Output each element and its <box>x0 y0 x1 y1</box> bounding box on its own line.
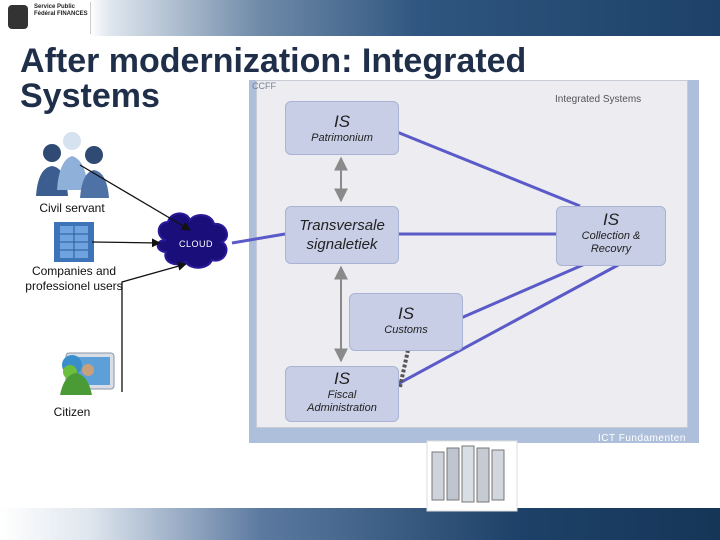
logo-text: Service Public Fédéral FINANCES <box>34 4 88 17</box>
connector-fiscal-collection <box>395 262 621 387</box>
panel-top-label: Integrated Systems <box>555 94 642 105</box>
connector-patrimonium-collection <box>396 130 581 208</box>
label-civil-servant: Civil servant <box>39 201 105 215</box>
label-companies: Companies and professionel users <box>25 264 123 293</box>
footer-band <box>0 508 720 540</box>
connector-cloud-transversale <box>231 232 286 245</box>
citizen-computer-icon <box>60 352 115 395</box>
header-band <box>0 0 720 36</box>
building-icon <box>54 222 94 262</box>
box-sub-label: Transversale signaletiek <box>299 217 385 253</box>
box-is-fiscal: IS Fiscal Administration <box>285 366 399 422</box>
link-fiscal-customs <box>398 349 410 388</box>
box-is-label: IS <box>397 304 415 323</box>
server-room-image <box>426 440 518 512</box>
arrow-citizen-to-cloud <box>121 261 187 392</box>
civil-servant-icon <box>36 132 109 198</box>
cloud-icon <box>156 212 229 269</box>
box-is-customs: IS Customs <box>349 293 463 351</box>
box-sub-label: Customs <box>384 324 428 336</box>
box-is-label: IS <box>333 369 351 388</box>
box-sub-label: Fiscal Administration <box>307 389 377 414</box>
box-transversale: Transversale signaletiek <box>285 206 399 264</box>
box-is-collection: IS Collection & Recovry <box>556 206 666 266</box>
connector-customs-collection <box>460 262 586 320</box>
seal-icon <box>8 5 28 29</box>
box-sub-label: Collection & Recovry <box>581 230 641 255</box>
box-is-label: IS <box>333 112 351 131</box>
box-is-label: IS <box>602 210 620 229</box>
box-is-patrimonium: IS Patrimonium <box>285 101 399 155</box>
panel-corner-label: CCFF <box>252 81 276 91</box>
label-citizen: Citizen <box>53 405 91 419</box>
panel-footer-label: ICT Fundamenten <box>598 433 686 444</box>
page-title: After modernization: Integrated Systems <box>20 42 527 115</box>
arrow-civil-to-cloud <box>79 164 191 231</box>
arrow-companies-to-cloud <box>91 238 161 248</box>
box-sub-label: Patrimonium <box>311 132 373 144</box>
cloud-label: CLOUD <box>178 239 213 249</box>
